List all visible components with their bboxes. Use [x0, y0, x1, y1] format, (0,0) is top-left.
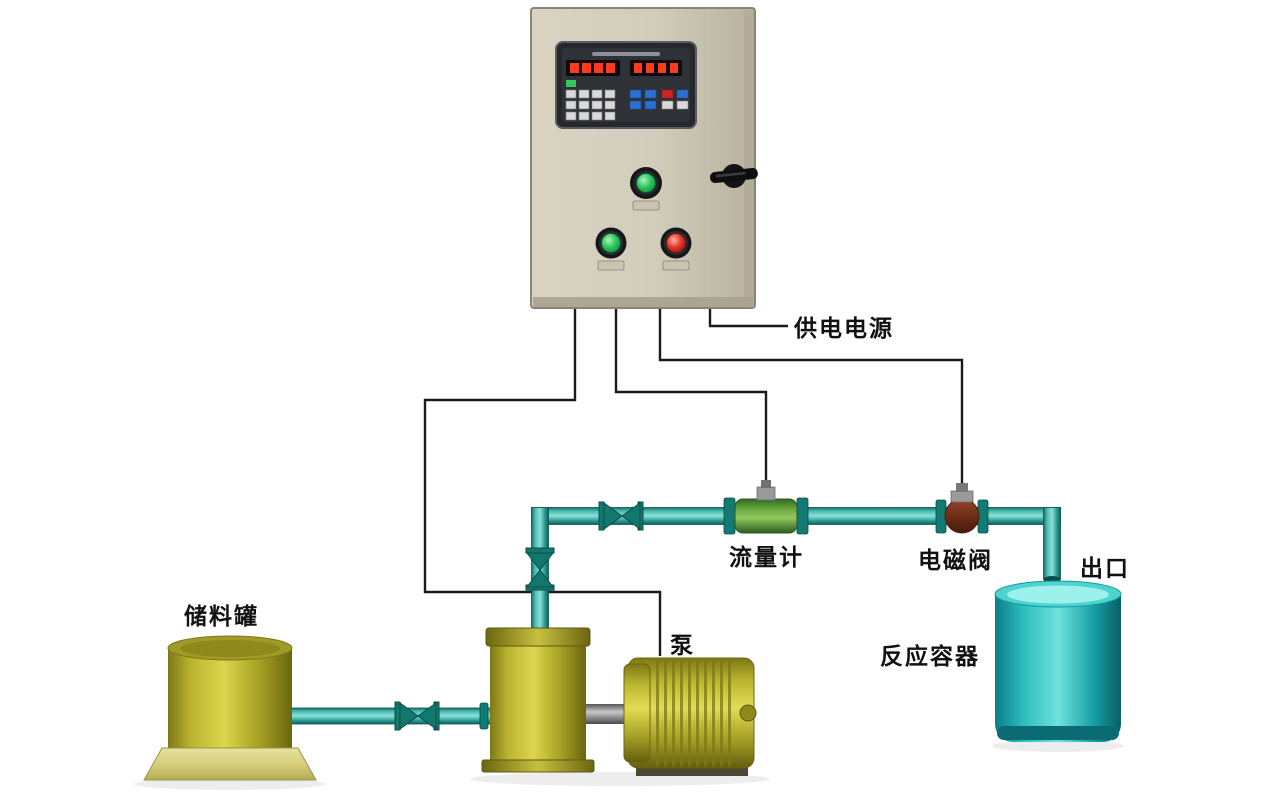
status-led	[566, 80, 576, 87]
storage-tank-top-inner	[180, 640, 280, 657]
flow-meter-body	[734, 498, 798, 534]
solenoid-valve	[935, 483, 989, 534]
cabinet-side-shade	[744, 10, 754, 306]
reaction-vessel-foot-band	[997, 726, 1119, 740]
flow-meter-flange-right	[796, 497, 809, 535]
wire-pump	[423, 308, 662, 656]
motor-fins	[656, 660, 731, 766]
controller-panel-face	[562, 48, 690, 122]
valve-tank-pipe	[394, 701, 440, 731]
pump-shaft	[584, 704, 632, 724]
pump-unit	[481, 627, 632, 773]
valve-riser-pipe	[525, 547, 555, 591]
label-solenoid-valve: 电磁阀	[918, 547, 993, 574]
flow-meter-sensor-cap	[761, 480, 771, 488]
storage-tank-body	[168, 648, 292, 752]
storage-tank-base	[143, 747, 317, 781]
storage-tank	[143, 635, 317, 781]
stop-button-cap[interactable]	[666, 233, 686, 253]
valve-main-pipe	[598, 501, 644, 531]
reaction-vessel	[994, 580, 1122, 742]
controller-panel	[555, 41, 697, 129]
motor-rear-hub	[739, 704, 757, 722]
label-power-supply: 供电电源	[793, 315, 894, 342]
label-pump: 泵	[670, 633, 695, 659]
keypad-blue-keys[interactable]	[629, 89, 689, 110]
wire-power-supply	[708, 308, 788, 328]
motor-end-bell	[623, 663, 651, 763]
wire-flow-meter	[614, 308, 768, 487]
reaction-vessel-top-inner	[1007, 585, 1109, 604]
wiring	[423, 308, 964, 656]
keypad-extra-keys[interactable]	[661, 100, 689, 110]
start-button[interactable]	[595, 227, 627, 271]
flow-meter-flange-left	[723, 497, 736, 535]
indicator-lamp	[630, 167, 662, 211]
cabinet-bottom-shade	[533, 297, 753, 307]
solenoid-actuator-cap	[956, 483, 968, 492]
indicator-lamp-lens	[636, 173, 656, 193]
stop-button-label-plate	[662, 260, 690, 271]
label-storage-tank: 储料罐	[184, 603, 259, 630]
flow-meter-sensor-neck	[756, 486, 776, 501]
stop-button[interactable]	[660, 227, 692, 271]
controller-title-strip	[592, 52, 660, 56]
indicator-lamp-label-plate	[632, 200, 660, 211]
rotary-switch[interactable]	[709, 164, 759, 188]
tank-to-pump-pipe	[289, 707, 495, 725]
pump-top-plate	[485, 627, 591, 647]
led-digits-left	[570, 63, 615, 73]
solenoid-actuator	[950, 490, 974, 503]
flow-meter	[723, 480, 809, 535]
reaction-vessel-body	[995, 594, 1121, 714]
led-display-right	[630, 60, 682, 76]
keypad-red-key[interactable]	[661, 89, 674, 99]
start-button-cap[interactable]	[601, 233, 621, 253]
solenoid-flange-right	[977, 499, 989, 534]
pump-base-flange	[481, 759, 595, 773]
solenoid-flange-left	[935, 499, 947, 534]
label-reaction-vessel: 反应容器	[880, 643, 980, 670]
label-outlet: 出口	[1080, 556, 1130, 582]
led-digits-right	[634, 63, 678, 73]
motor	[623, 657, 757, 776]
label-flow-meter: 流量计	[729, 544, 804, 571]
start-button-label-plate	[597, 260, 625, 271]
labels: 供电电源 流量计 电磁阀 出口 储料罐 泵 反应容器	[184, 315, 1130, 670]
keypad-white-keys[interactable]	[565, 89, 616, 121]
wire-solenoid-valve	[658, 308, 964, 483]
pump-inlet-flange	[479, 702, 489, 730]
pump-body	[490, 646, 586, 764]
solenoid-body	[944, 498, 980, 534]
outlet-drop-pipe	[1043, 507, 1061, 580]
control-cabinet	[530, 7, 759, 309]
manual-valves	[394, 501, 644, 731]
